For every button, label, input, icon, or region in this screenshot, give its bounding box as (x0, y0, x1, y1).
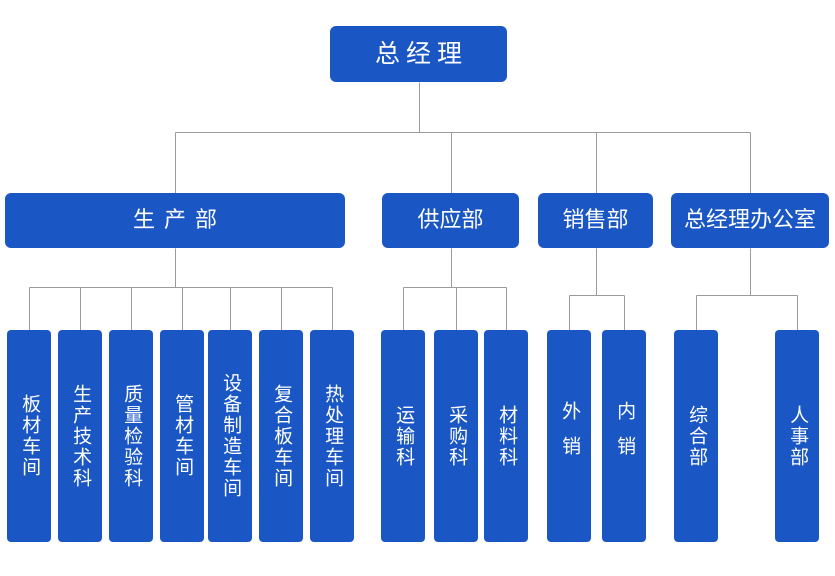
org-node-n12[interactable]: 运输科 (381, 330, 425, 542)
org-node-n14[interactable]: 材料科 (484, 330, 528, 542)
org-node-n3[interactable]: 销售部 (538, 193, 653, 248)
org-node-n17[interactable]: 综合部 (674, 330, 718, 542)
org-node-n7[interactable]: 质量检验科 (109, 330, 153, 542)
org-node-n11[interactable]: 热处理车间 (310, 330, 354, 542)
org-node-n5[interactable]: 板材车间 (7, 330, 51, 542)
org-node-n16[interactable]: 内销 (602, 330, 646, 542)
org-node-n15[interactable]: 外销 (547, 330, 591, 542)
org-node-n6[interactable]: 生产技术科 (58, 330, 102, 542)
org-node-n8[interactable]: 管材车间 (160, 330, 204, 542)
org-node-n2[interactable]: 供应部 (382, 193, 519, 248)
org-node-n0[interactable]: 总经理 (330, 26, 507, 82)
org-node-n10[interactable]: 复合板车间 (259, 330, 303, 542)
org-node-n18[interactable]: 人事部 (775, 330, 819, 542)
org-node-n9[interactable]: 设备制造车间 (208, 330, 252, 542)
org-node-n13[interactable]: 采购科 (434, 330, 478, 542)
org-node-n4[interactable]: 总经理办公室 (671, 193, 829, 248)
org-node-n1[interactable]: 生产部 (5, 193, 345, 248)
